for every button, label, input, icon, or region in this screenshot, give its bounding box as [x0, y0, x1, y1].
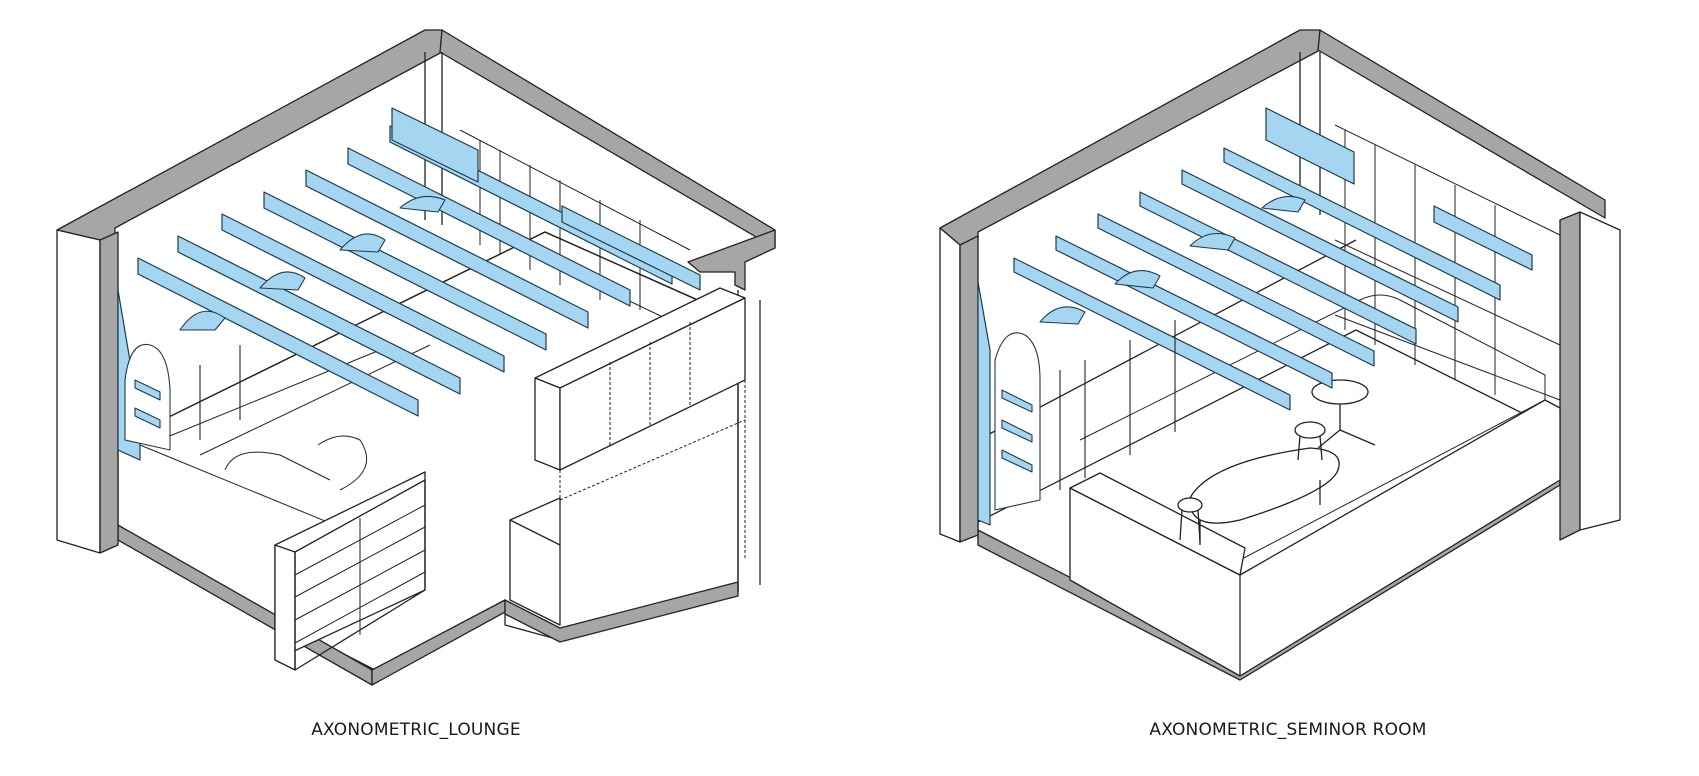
lounge-left-pier-front	[56, 229, 101, 554]
lounge-shelving	[274, 471, 426, 671]
seminar-floor-outline	[1079, 294, 1546, 561]
seminar-wall-cut-right	[1317, 29, 1606, 219]
seminar-beam-arches	[1039, 195, 1306, 325]
lounge-ceiling-beams	[117, 107, 701, 461]
lounge-beam-arches	[179, 195, 446, 331]
lounge-counter	[509, 497, 561, 626]
seminar-counter	[1069, 399, 1561, 677]
lounge-arched-shelf	[124, 343, 241, 451]
lounge-left-pier-side	[99, 231, 119, 554]
seminar-right-pier-side	[1559, 211, 1581, 541]
seminar-table	[1177, 379, 1376, 545]
caption-lounge: AXONOMETRIC_LOUNGE	[311, 720, 521, 740]
lounge-wall-cut-front-right2	[504, 581, 739, 643]
seminar-left-pier-front	[939, 227, 961, 543]
caption-seminar-room: AXONOMETRIC_SEMINOR ROOM	[1149, 720, 1427, 740]
seminar-arched-shelf	[994, 320, 1176, 511]
lounge-wall-cut-notch	[687, 229, 776, 291]
lounge-wall-cut-right	[439, 29, 776, 249]
seminar-ceiling-beams	[977, 107, 1533, 526]
lounge-cabinet	[534, 287, 746, 471]
axonometric-seminar-room-drawing	[939, 29, 1621, 681]
seminar-right-pier-front	[1579, 211, 1621, 531]
lounge-wall-cut-back	[56, 29, 443, 241]
seminar-left-pier-side	[959, 235, 979, 543]
axonometric-lounge-drawing	[56, 29, 776, 686]
